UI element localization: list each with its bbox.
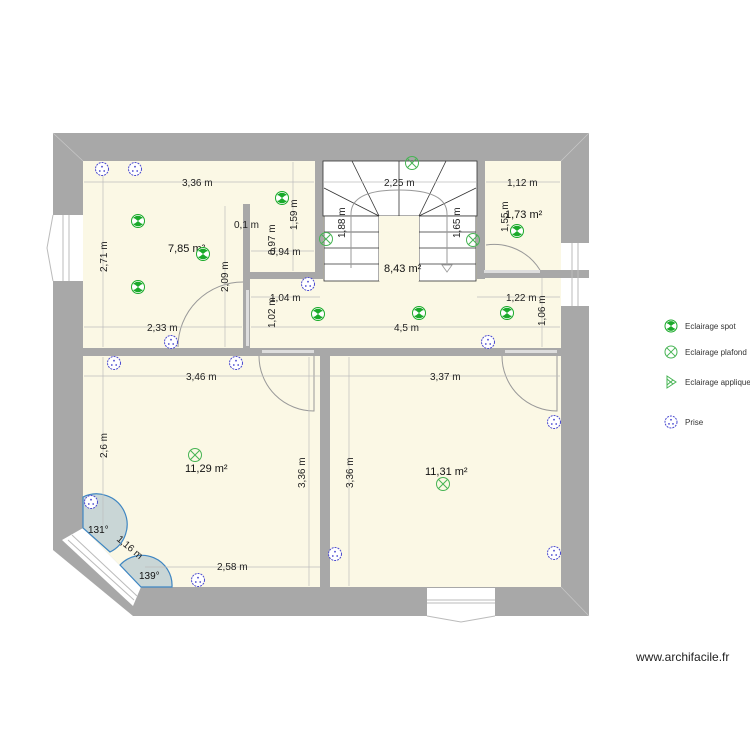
socket-icon bbox=[84, 495, 98, 509]
area-room-top-left: 7,85 m² bbox=[168, 243, 206, 255]
dim-4-5: 4,5 m bbox=[394, 323, 419, 334]
legend-label-socket: Prise bbox=[685, 417, 704, 427]
dim-2-33: 2,33 m bbox=[147, 323, 178, 334]
room-areas: 7,85 m² 8,43 m² 1,73 m² 11,29 m² 11,31 m… bbox=[168, 209, 543, 478]
angle-markers: 131° 139° bbox=[82, 493, 173, 588]
legend-item-socket: Prise bbox=[664, 414, 703, 430]
dim-3-36-top: 3,36 m bbox=[182, 178, 213, 189]
dim-0-94: 0,94 m bbox=[270, 247, 301, 258]
area-room-bottom-left: 11,29 m² bbox=[185, 463, 228, 475]
dimension-labels: 3,36 m 2,25 m 1,12 m 2,71 m 1,59 m 0,1 m… bbox=[99, 178, 548, 573]
spot-light-icon bbox=[131, 280, 145, 294]
ceiling-light-icon bbox=[664, 345, 678, 359]
area-room-top-right: 1,73 m² bbox=[505, 209, 543, 221]
dim-1-06: 1,06 m bbox=[537, 295, 548, 326]
socket-icon bbox=[664, 415, 678, 429]
dim-1-65: 1,65 m bbox=[452, 207, 463, 238]
dim-2-09: 2,09 m bbox=[220, 261, 231, 292]
socket-icon bbox=[229, 356, 243, 370]
dim-1-02: 1,02 m bbox=[267, 297, 278, 328]
socket-icon bbox=[481, 335, 495, 349]
dim-1-88: 1,88 m bbox=[337, 207, 348, 238]
dim-1-22: 1,22 m bbox=[506, 293, 537, 304]
wall-light-icon bbox=[666, 375, 677, 389]
dim-3-36-left: 3,36 m bbox=[297, 457, 308, 488]
spot-light-icon bbox=[412, 306, 426, 320]
windows bbox=[46, 214, 589, 623]
legend-item-ceiling: Eclairage plafond bbox=[664, 344, 747, 360]
spot-light-icon bbox=[196, 247, 210, 261]
spot-light-icon bbox=[664, 319, 678, 333]
spot-light-icon bbox=[311, 307, 325, 321]
angle-label-131: 131° bbox=[88, 525, 109, 536]
dim-3-37: 3,37 m bbox=[430, 372, 461, 383]
dim-0-1: 0,1 m bbox=[234, 220, 259, 231]
legend-item-wall-light: Eclairage applique bbox=[664, 374, 750, 390]
socket-icon bbox=[128, 162, 142, 176]
socket-icon bbox=[547, 546, 561, 560]
legend-item-spot: Eclairage spot bbox=[664, 318, 736, 334]
area-room-bottom-right: 11,31 m² bbox=[425, 466, 468, 478]
angle-label-139: 139° bbox=[139, 571, 160, 582]
dim-0-97: 0,97 m bbox=[267, 224, 278, 255]
dim-2-6: 2,6 m bbox=[99, 433, 110, 458]
watermark: www.archifacile.fr bbox=[636, 650, 730, 664]
dim-3-36-right: 3,36 m bbox=[345, 457, 356, 488]
socket-icon bbox=[328, 547, 342, 561]
dim-2-25: 2,25 m bbox=[384, 178, 415, 189]
dim-1-59: 1,59 m bbox=[289, 199, 300, 230]
legend-label-ceiling: Eclairage plafond bbox=[685, 347, 747, 357]
spot-light-icon bbox=[131, 214, 145, 228]
spot-light-icon bbox=[510, 224, 524, 238]
area-room-stairs: 8,43 m² bbox=[384, 263, 422, 275]
socket-icon bbox=[95, 162, 109, 176]
dim-1-04: 1,04 m bbox=[270, 293, 301, 304]
interior-walls bbox=[243, 161, 561, 348]
spot-light-icon bbox=[500, 306, 514, 320]
legend-label-spot: Eclairage spot bbox=[685, 321, 736, 331]
spot-light-icon bbox=[275, 191, 289, 205]
dimension-lines bbox=[84, 162, 560, 586]
dim-1-12: 1,12 m bbox=[507, 178, 538, 189]
dim-2-58: 2,58 m bbox=[217, 562, 248, 573]
socket-icon bbox=[164, 335, 178, 349]
socket-icon bbox=[301, 277, 315, 291]
socket-icon bbox=[191, 573, 205, 587]
dim-1-55: 1,55 m bbox=[500, 201, 511, 232]
legend-label-wall-light: Eclairage applique bbox=[685, 377, 750, 387]
socket-icon bbox=[547, 415, 561, 429]
dim-2-71: 2,71 m bbox=[99, 241, 110, 272]
socket-icon bbox=[107, 356, 121, 370]
dim-3-46: 3,46 m bbox=[186, 372, 217, 383]
